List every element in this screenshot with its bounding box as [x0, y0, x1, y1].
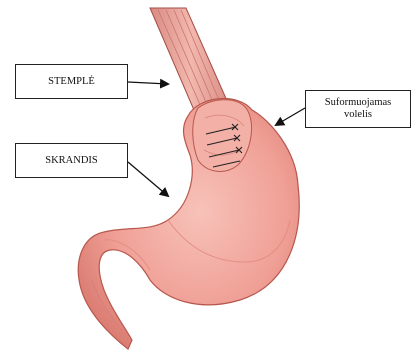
arrow-esophagus — [128, 82, 168, 84]
stomach — [78, 99, 299, 349]
arrow-stomach — [128, 162, 168, 196]
fold-label: Suformuojamas volelis — [305, 90, 411, 128]
arrow-fold — [276, 108, 305, 125]
stomach-label-text: SKRANDIS — [45, 155, 98, 167]
esophagus-label: STEMPLĖ — [15, 64, 128, 99]
fold-label-line1: Suformuojamas — [325, 97, 392, 109]
esophagus-label-text: STEMPLĖ — [48, 76, 95, 88]
stomach-label: SKRANDIS — [15, 143, 128, 178]
fold-label-line2: volelis — [344, 109, 372, 121]
